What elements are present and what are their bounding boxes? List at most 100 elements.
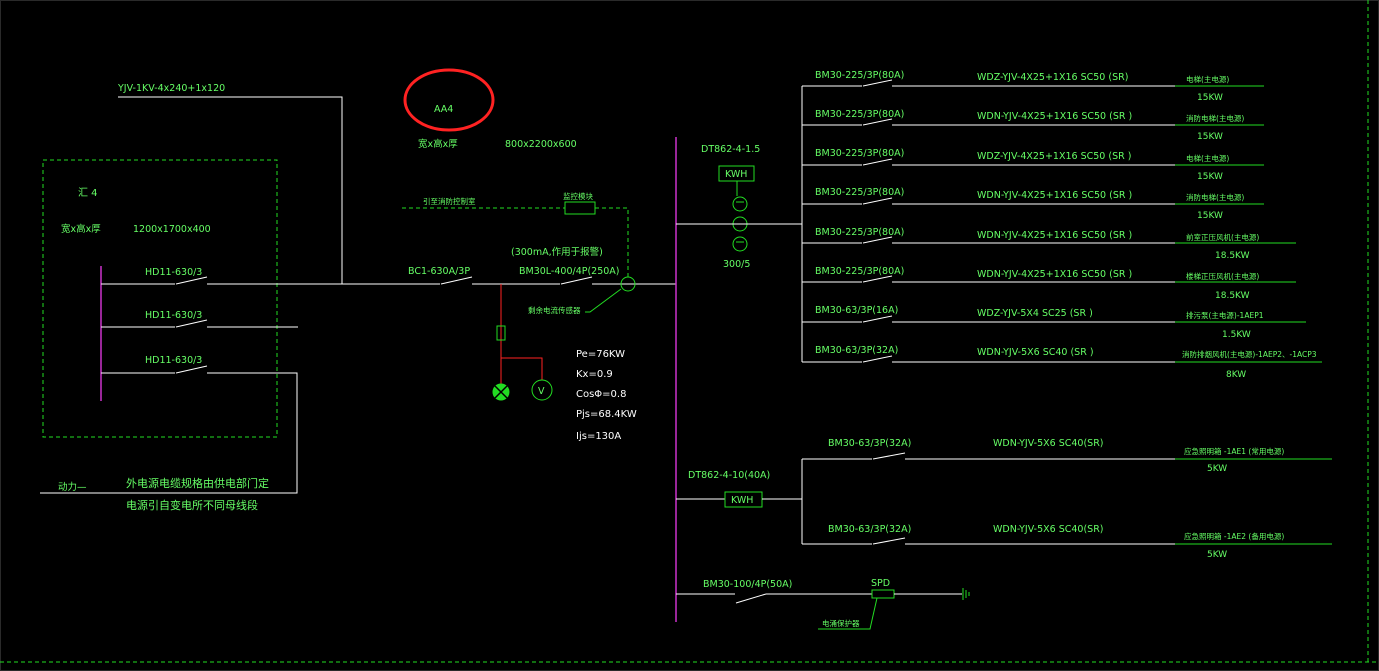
cabinet-hui4: 汇 4 宽x高x厚 1200x1700x400 <box>42 159 278 438</box>
hd-switch-3: HD11-630/3 <box>40 355 298 494</box>
main-feeder: BC1-630A/3P (300mA,作用于报警) BM30L-400/4P(2… <box>342 246 676 315</box>
branch-circuit: BM30-225/3P(80A) WDZ-YJV-4X25+1X16 SC50 … <box>802 70 1264 103</box>
branch-circuit: BM30-225/3P(80A) WDN-YJV-4X25+1X16 SC50 … <box>802 266 1296 301</box>
branch-circuit: BM30-225/3P(80A) WDN-YJV-4X25+1X16 SC50 … <box>802 109 1264 142</box>
branch-power: 8KW <box>1226 370 1246 380</box>
load-calc-kx: Kx=0.9 <box>576 369 613 380</box>
meter-top-model: DT862-4-1.5 <box>701 144 760 155</box>
branch-power: 15KW <box>1197 93 1223 103</box>
branch-breaker: BM30-63/3P(16A) <box>815 305 898 316</box>
branch-cable: WDZ-YJV-4X25+1X16 SC50 (SR) <box>977 72 1128 83</box>
lighting-branch: BM30-63/3P(32A) WDN-YJV-5X6 SC40(SR) 应急照… <box>802 438 1332 474</box>
branch-power: 15KW <box>1197 132 1223 142</box>
branch-breaker: BM30-225/3P(80A) <box>815 266 904 277</box>
branch-circuit: BM30-63/3P(16A) WDZ-YJV-5X4 SC25 (SR ) 排… <box>802 305 1306 340</box>
branch-load: 前室正压风机(主电源) <box>1186 232 1259 242</box>
note-line-1: 外电源电缆规格由供电部门定 <box>126 476 269 490</box>
branch-load: 应急照明箱 -1AE2 (备用电源) <box>1184 531 1284 541</box>
hd-switch-1: HD11-630/3 <box>101 267 342 285</box>
branch-load: 电梯(主电源) <box>1186 74 1229 84</box>
spd-branch: BM30-100/4P(50A) SPD 电涌保护器 <box>676 578 970 630</box>
branch-cable: WDZ-YJV-5X4 SC25 (SR ) <box>977 308 1093 319</box>
cabinet-aa4: AA4 宽x高x厚 800x2200x600 <box>403 68 577 150</box>
branch-breaker: BM30-225/3P(80A) <box>815 187 904 198</box>
load-calc: Pe=76KW Kx=0.9 CosΦ=0.8 Pjs=68.4KW Ijs=1… <box>576 349 637 442</box>
branch-breaker: BM30-63/3P(32A) <box>828 524 911 535</box>
note-line-2: 电源引自变电所不同母线段 <box>126 498 258 512</box>
branch-cable: WDN-YJV-4X25+1X16 SC50 (SR ) <box>977 269 1132 280</box>
branch-breaker: BM30-225/3P(80A) <box>815 148 904 159</box>
residual-sensor-label: 剩余电流传感器 <box>528 305 581 315</box>
hd-switch-2: HD11-630/3 <box>101 310 298 328</box>
meter-top-unit: KWH <box>725 169 747 180</box>
branch-load: 消防电梯(主电源) <box>1186 113 1244 123</box>
cabinet-aa4-name: AA4 <box>434 104 453 115</box>
branch-cable: WDN-YJV-4X25+1X16 SC50 (SR ) <box>977 111 1132 122</box>
hd-switch-label: HD11-630/3 <box>145 355 202 366</box>
branch-breaker: BM30-225/3P(80A) <box>815 70 904 81</box>
branch-power: 18.5KW <box>1215 291 1250 301</box>
main-breaker-label: BC1-630A/3P <box>408 266 470 277</box>
load-calc-cos: CosΦ=0.8 <box>576 389 626 400</box>
meter-bottom-model: DT862-4-10(40A) <box>688 470 770 481</box>
supply-notes: 动力— 外电源电缆规格由供电部门定 电源引自变电所不同母线段 <box>58 476 269 512</box>
metering-tap: V <box>492 284 553 401</box>
cabinet-hui4-dims: 1200x1700x400 <box>133 224 211 235</box>
meter-bottom-unit: KWH <box>731 495 753 506</box>
branch-power: 1.5KW <box>1222 330 1251 340</box>
branch-circuit: BM30-225/3P(80A) WDZ-YJV-4X25+1X16 SC50 … <box>802 148 1264 182</box>
branch-circuit: BM30-225/3P(80A) WDN-YJV-4X25+1X16 SC50 … <box>802 187 1264 221</box>
branch-power: 5KW <box>1207 464 1227 474</box>
branch-power: 18.5KW <box>1215 251 1250 261</box>
cabinet-aa4-dims: 800x2200x600 <box>505 139 577 150</box>
branch-power: 15KW <box>1197 172 1223 182</box>
svg-text:V: V <box>538 386 545 397</box>
branch-load: 电梯(主电源) <box>1186 153 1229 163</box>
power-label: 动力— <box>58 481 87 493</box>
branch-breaker: BM30-63/3P(32A) <box>828 438 911 449</box>
branch-load: 楼梯正压风机(主电源) <box>1186 271 1259 281</box>
branch-breaker: BM30-225/3P(80A) <box>815 227 904 238</box>
rcd-note: (300mA,作用于报警) <box>511 246 603 258</box>
branch-cable: WDN-YJV-5X6 SC40(SR) <box>993 438 1104 449</box>
fire-link-label: 引至消防控制室 <box>423 196 476 206</box>
branch-cable: WDN-YJV-4X25+1X16 SC50 (SR ) <box>977 190 1132 201</box>
spd-breaker: BM30-100/4P(50A) <box>703 579 792 590</box>
lighting-branch: BM30-63/3P(32A) WDN-YJV-5X6 SC40(SR) 应急照… <box>802 524 1332 560</box>
hd-switch-label: HD11-630/3 <box>145 267 202 278</box>
load-calc-ijs: Ijs=130A <box>576 431 621 442</box>
meter-top: DT862-4-1.5 KWH 300/5 <box>676 144 802 270</box>
load-calc-pe: Pe=76KW <box>576 349 625 360</box>
fire-control-link: 引至消防控制室 监控模块 <box>402 191 629 277</box>
monitor-module-label: 监控模块 <box>563 191 593 201</box>
voltmeter-icon <box>531 379 553 401</box>
branch-cable: WDN-YJV-5X6 SC40 (SR ) <box>977 347 1094 358</box>
branch-breaker: BM30-63/3P(32A) <box>815 345 898 356</box>
meter-top-ct: 300/5 <box>723 259 750 270</box>
hd-switch-label: HD11-630/3 <box>145 310 202 321</box>
cabinet-hui4-name: 汇 4 <box>78 186 98 199</box>
branch-breaker: BM30-225/3P(80A) <box>815 109 904 120</box>
cabinet-aa4-dims-label: 宽x高x厚 <box>418 138 458 150</box>
branch-cable: WDN-YJV-5X6 SC40(SR) <box>993 524 1104 535</box>
spd-label: 电涌保护器 <box>822 618 860 628</box>
branch-load: 消防电梯(主电源) <box>1186 192 1244 202</box>
load-calc-pjs: Pjs=68.4KW <box>576 409 637 420</box>
branch-load: 排污泵(主电源)-1AEP1 <box>1186 310 1264 320</box>
incoming-cable-label: YJV-1KV-4x240+1x120 <box>117 83 225 94</box>
branch-load: 消防排烟风机(主电源)-1AEP2、-1ACP3 <box>1182 349 1317 359</box>
branch-cable: WDZ-YJV-4X25+1X16 SC50 (SR ) <box>977 151 1131 162</box>
branch-power: 5KW <box>1207 550 1227 560</box>
meter-bottom: DT862-4-10(40A) KWH <box>676 470 802 508</box>
rcd-breaker-label: BM30L-400/4P(250A) <box>519 266 620 277</box>
branch-load: 应急照明箱 -1AE1 (常用电源) <box>1184 446 1284 456</box>
spd-device: SPD <box>871 578 890 589</box>
branch-circuit: BM30-225/3P(80A) WDN-YJV-4X25+1X16 SC50 … <box>802 227 1296 261</box>
incoming-cable: YJV-1KV-4x240+1x120 <box>117 83 343 284</box>
branch-cable: WDN-YJV-4X25+1X16 SC50 (SR ) <box>977 230 1132 241</box>
branch-power: 15KW <box>1197 211 1223 221</box>
branch-circuit: BM30-63/3P(32A) WDN-YJV-5X6 SC40 (SR ) 消… <box>802 345 1322 380</box>
cabinet-hui4-dims-label: 宽x高x厚 <box>61 223 101 235</box>
